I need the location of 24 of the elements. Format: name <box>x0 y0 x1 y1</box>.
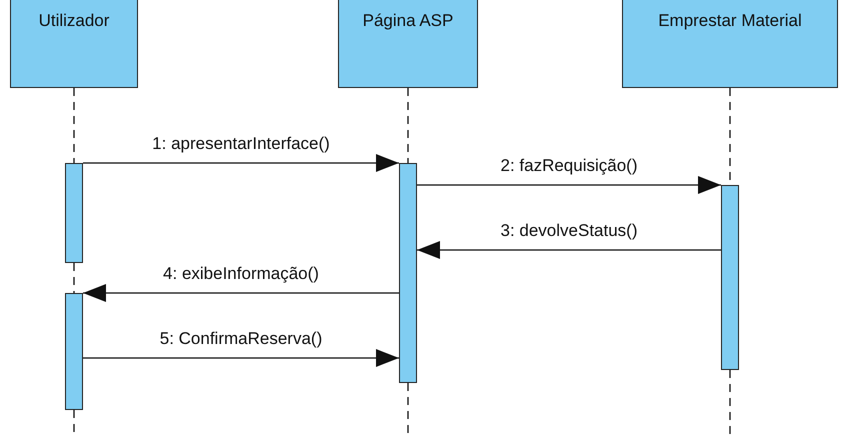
message-label: 5: ConfirmaReserva() <box>158 329 324 349</box>
lifeline <box>729 370 731 437</box>
message-label: 3: devolveStatus() <box>498 221 640 241</box>
activation-bar <box>399 163 417 383</box>
message-label: 2: fazRequisição() <box>498 156 640 176</box>
lifeline-header <box>10 0 138 88</box>
lifeline <box>73 88 75 163</box>
activation-bar <box>721 185 739 370</box>
message-arrow <box>83 154 399 172</box>
lifeline-name: Utilizador <box>38 11 110 31</box>
lifeline-name: Página ASP <box>362 11 454 31</box>
activation-bar <box>65 293 83 410</box>
lifeline <box>73 263 75 293</box>
message-arrow <box>417 176 721 194</box>
lifeline-name: Emprestar Material <box>657 11 803 31</box>
message-label: 1: apresentarInterface() <box>150 134 332 154</box>
message-arrow <box>417 241 721 259</box>
message-label: 4: exibeInformação() <box>161 264 321 284</box>
lifeline-header <box>338 0 478 88</box>
lifeline-header <box>622 0 838 88</box>
message-arrow <box>83 349 399 367</box>
activation-bar <box>65 163 83 263</box>
lifeline <box>407 88 409 163</box>
message-arrow <box>83 284 399 302</box>
